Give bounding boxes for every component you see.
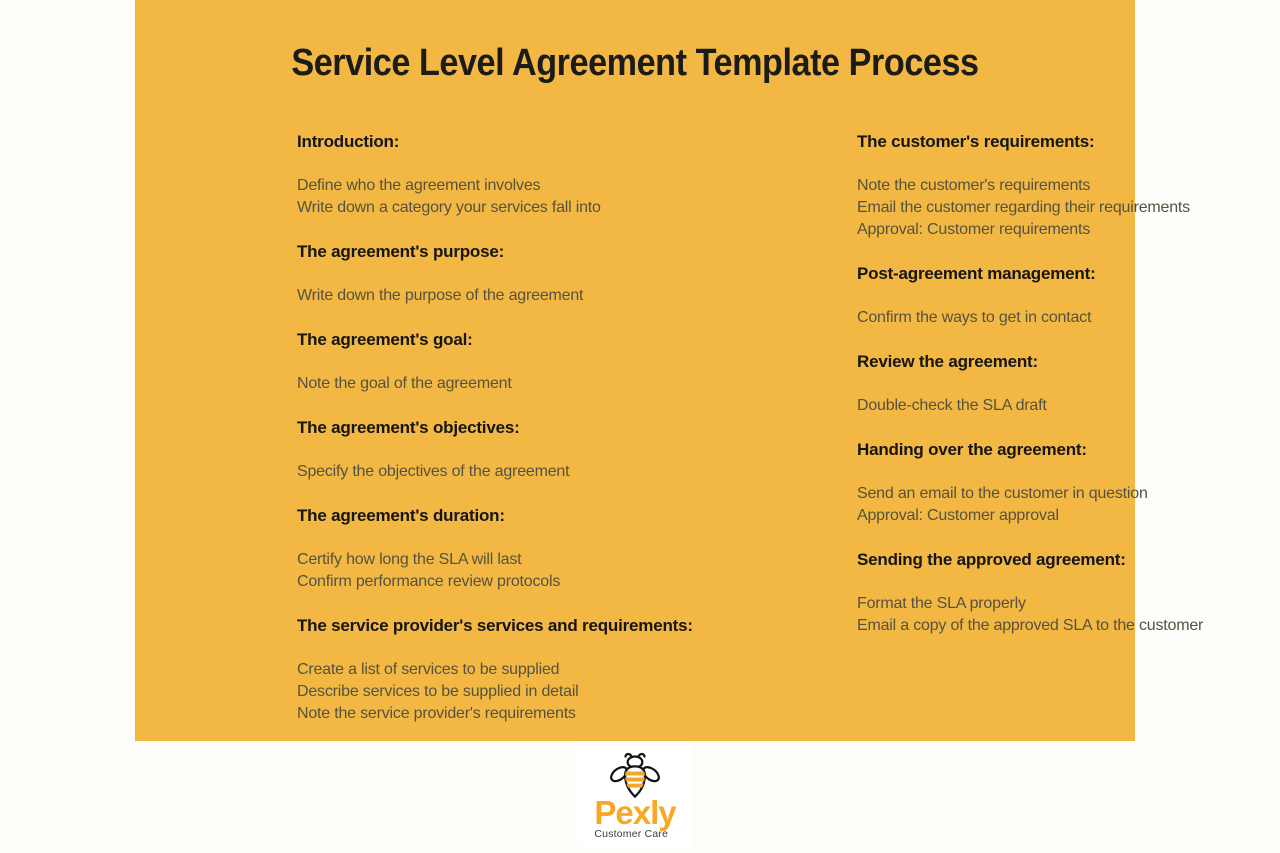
section-line: Describe services to be supplied in deta… — [297, 683, 579, 700]
section-agreement-purpose: The agreement's purpose: Write down the … — [297, 241, 852, 307]
section-heading: Handing over the agreement: — [857, 440, 1087, 459]
section-post-agreement: Post-agreement management: Confirm the w… — [857, 263, 1280, 329]
section-line: Approval: Customer approval — [857, 507, 1059, 524]
section-line: Create a list of services to be supplied — [297, 661, 560, 678]
section-line: Write down the purpose of the agreement — [297, 287, 584, 304]
section-heading: Sending the approved agreement: — [857, 550, 1126, 569]
section-body: Note the customer's requirements Email t… — [857, 175, 1280, 241]
section-heading: The agreement's duration: — [297, 506, 505, 525]
section-line: Write down a category your services fall… — [297, 199, 601, 216]
sla-infographic-panel: Service Level Agreement Template Process… — [135, 0, 1203, 741]
section-line: Email a copy of the approved SLA to the … — [857, 617, 1204, 634]
section-provider-services: The service provider's services and requ… — [297, 615, 852, 725]
section-handing-over: Handing over the agreement: Send an emai… — [857, 439, 1280, 527]
bee-icon — [610, 752, 660, 799]
section-heading: Post-agreement management: — [857, 264, 1096, 283]
section-heading: The service provider's services and requ… — [297, 616, 693, 635]
section-line: Confirm performance review protocols — [297, 573, 561, 590]
section-line: Confirm the ways to get in contact — [857, 309, 1092, 326]
section-body: Create a list of services to be supplied… — [297, 659, 852, 725]
section-line: Note the service provider's requirements — [297, 705, 576, 722]
section-body: Double-check the SLA draft — [857, 395, 1280, 417]
section-body: Send an email to the customer in questio… — [857, 483, 1280, 527]
section-body: Specify the objectives of the agreement — [297, 461, 852, 483]
section-body: Write down the purpose of the agreement — [297, 285, 852, 307]
page-title: Service Level Agreement Template Process — [291, 42, 979, 84]
section-review-agreement: Review the agreement: Double-check the S… — [857, 351, 1280, 417]
section-line: Email the customer regarding their requi… — [857, 199, 1190, 216]
section-line: Define who the agreement involves — [297, 177, 541, 194]
section-line: Certify how long the SLA will last — [297, 551, 522, 568]
brand-name: Pexly — [594, 794, 676, 831]
left-column: Introduction: Define who the agreement i… — [297, 131, 852, 747]
section-body: Format the SLA properly Email a copy of … — [857, 593, 1280, 637]
section-line: Send an email to the customer in questio… — [857, 485, 1148, 502]
section-heading: The customer's requirements: — [857, 132, 1095, 151]
section-body: Confirm the ways to get in contact — [857, 307, 1280, 329]
section-body: Define who the agreement involves Write … — [297, 175, 852, 219]
section-agreement-objectives: The agreement's objectives: Specify the … — [297, 417, 852, 483]
section-line: Specify the objectives of the agreement — [297, 463, 570, 480]
section-line: Double-check the SLA draft — [857, 397, 1047, 414]
section-agreement-duration: The agreement's duration: Certify how lo… — [297, 505, 852, 593]
section-line: Note the customer's requirements — [857, 177, 1091, 194]
brand-tagline: Customer Care — [594, 828, 669, 840]
right-column: The customer's requirements: Note the cu… — [857, 131, 1280, 659]
pexly-logo: Pexly Customer Care — [578, 741, 692, 847]
brand-text-group: Pexly Customer Care — [594, 794, 676, 840]
section-line: Format the SLA properly — [857, 595, 1026, 612]
section-heading: The agreement's purpose: — [297, 242, 505, 261]
section-body: Certify how long the SLA will last Confi… — [297, 549, 852, 593]
section-line: Note the goal of the agreement — [297, 375, 512, 392]
section-agreement-goal: The agreement's goal: Note the goal of t… — [297, 329, 852, 395]
section-heading: The agreement's objectives: — [297, 418, 520, 437]
section-heading: Introduction: — [297, 132, 400, 151]
section-heading: The agreement's goal: — [297, 330, 473, 349]
section-body: Note the goal of the agreement — [297, 373, 852, 395]
section-sending-approved: Sending the approved agreement: Format t… — [857, 549, 1280, 637]
section-line: Approval: Customer requirements — [857, 221, 1091, 238]
section-customer-requirements: The customer's requirements: Note the cu… — [857, 131, 1280, 241]
section-introduction: Introduction: Define who the agreement i… — [297, 131, 852, 219]
section-heading: Review the agreement: — [857, 352, 1038, 371]
